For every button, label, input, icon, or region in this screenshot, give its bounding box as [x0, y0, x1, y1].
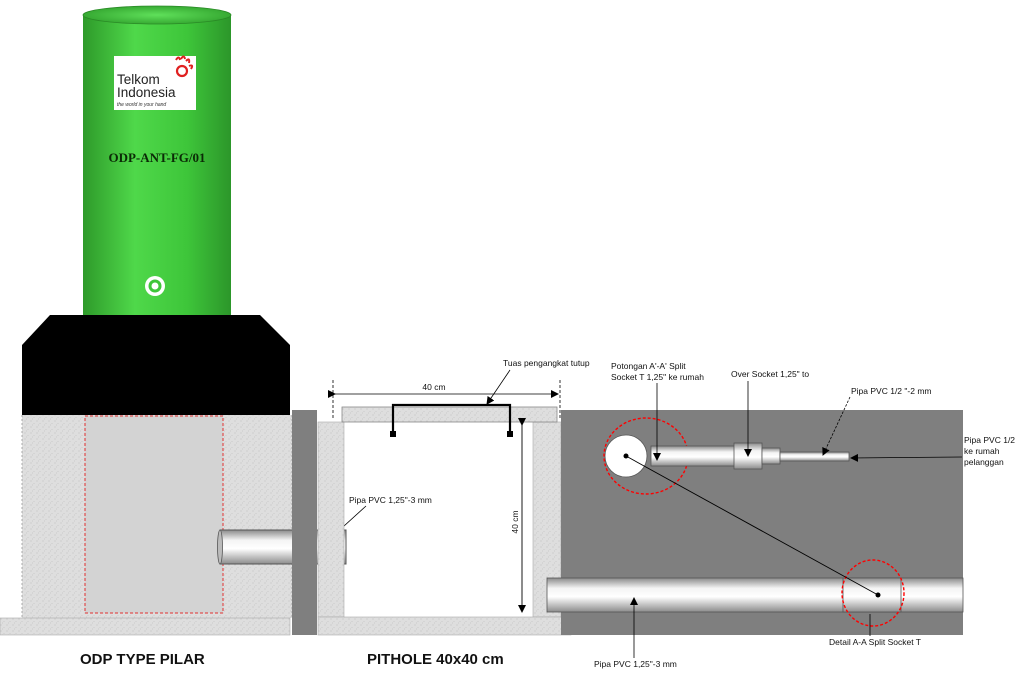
detail-link-line [625, 455, 879, 596]
detail-section: Potongan A'-A' Split Socket T 1,25" ke r… [546, 361, 1015, 669]
half-inch-pipe-label: Pipa PVC 1/2 "-2 mm [851, 386, 932, 396]
odp-base-slab [0, 617, 291, 636]
over-socket-label: Over Socket 1,25" to [731, 369, 809, 379]
width-dimension-label: 40 cm [422, 382, 445, 392]
home-pipe-label-line3: pelanggan [964, 457, 1004, 467]
pithole-floor [317, 616, 572, 636]
home-pipe-label-line1: Pipa PVC 1/2 [964, 435, 1015, 445]
lever-label: Tuas pengangkat tutup [503, 358, 590, 368]
logo-tagline: the world in your hand [117, 102, 166, 108]
split-socket-highlight [841, 559, 905, 627]
pithole: Tuas pengangkat tutup 40 cm 40 cm PITHOL… [292, 358, 590, 668]
odp-cap [82, 5, 232, 25]
odp-pipe-label: Pipa PVC 1,25"-3 mm [349, 495, 432, 505]
odp-base [22, 315, 290, 415]
home-pipe-label-line2: ke rumah [964, 446, 1000, 456]
pithole-wall-left [317, 421, 345, 618]
odp-code-label: ODP-ANT-FG/01 [108, 150, 205, 165]
telkom-flame-logo [175, 55, 194, 78]
logo-line1: Telkom [117, 72, 160, 87]
branch-pipe [650, 445, 738, 467]
depth-dimension-label: 40 cm [510, 510, 520, 533]
main-pipe-label: Pipa PVC 1,25"-3 mm [594, 659, 677, 669]
ground-left [292, 410, 317, 635]
cover-lever [391, 403, 512, 435]
telkom-logo: Telkom Indonesia the world in your hand [114, 55, 196, 110]
pithole-cover [341, 406, 558, 423]
odp-lock-icon [145, 276, 165, 296]
odp-foundation-core [84, 415, 224, 614]
split-socket-label: Detail A-A Split Socket T [829, 637, 921, 647]
half-inch-pipe [779, 451, 850, 462]
odp-caption: ODP TYPE PILAR [80, 651, 205, 668]
pithole-caption: PITHOLE 40x40 cm [367, 651, 504, 668]
section-label-line2: Socket T 1,25" ke rumah [611, 372, 704, 382]
odp-pillar: Telkom Indonesia the world in your hand … [0, 5, 432, 668]
section-label-line1: Potongan A'-A' Split [611, 361, 686, 371]
logo-line2: Indonesia [117, 85, 176, 100]
split-socket-t [842, 577, 902, 613]
